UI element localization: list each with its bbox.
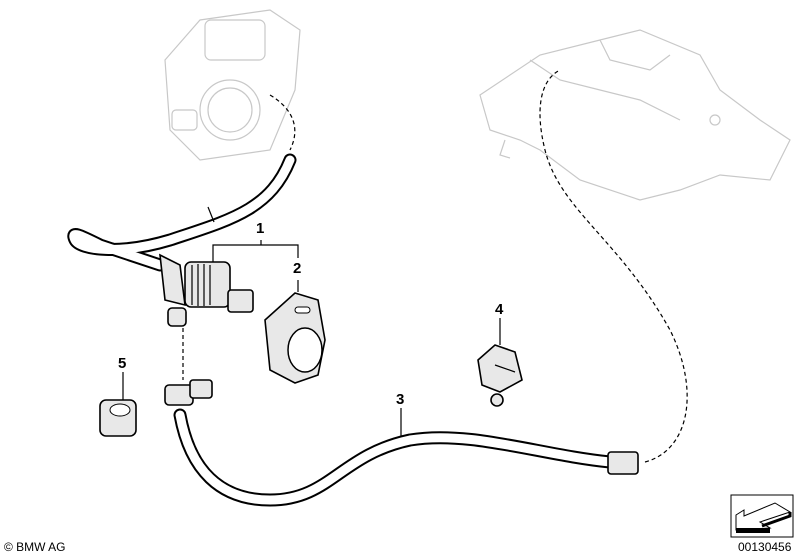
throttle-body — [164, 9, 301, 161]
part-1-valve — [159, 253, 254, 327]
part-4-clamp — [477, 344, 523, 407]
diagram-number: 00130456 — [738, 540, 792, 554]
copyright: © BMW AG — [4, 540, 66, 554]
hose-clip — [164, 379, 213, 406]
callout-1: 1 — [256, 220, 265, 237]
part-2-ring — [264, 292, 326, 384]
part-5-grommet — [99, 399, 137, 437]
orientation-arrow-icon — [730, 494, 794, 538]
callout-5: 5 — [118, 355, 127, 372]
intake-manifold — [479, 29, 791, 201]
hose-connector — [607, 451, 639, 475]
callout-4: 4 — [495, 301, 504, 318]
callout-3: 3 — [396, 391, 405, 408]
callout-2: 2 — [293, 260, 302, 277]
